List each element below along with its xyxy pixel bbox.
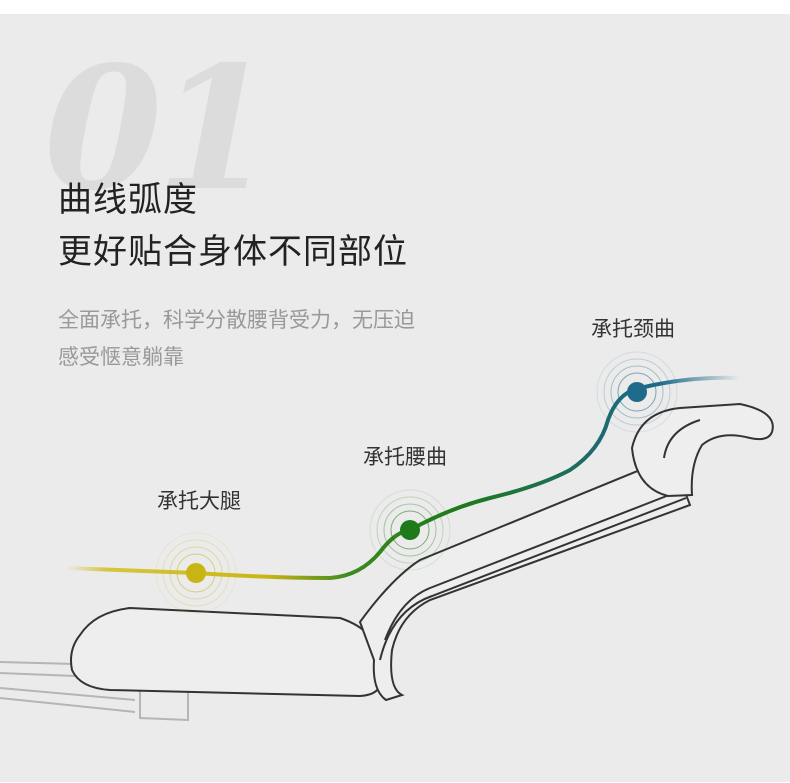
description-line-2: 感受惬意躺靠 bbox=[58, 345, 184, 369]
chair-base bbox=[0, 661, 189, 722]
neck-support-marker bbox=[596, 351, 678, 433]
chair-seat bbox=[70, 606, 384, 698]
headline-line-2: 更好贴合身体不同部位 bbox=[58, 232, 408, 272]
thigh-support-marker bbox=[155, 532, 237, 614]
chair-back bbox=[358, 462, 692, 702]
hero-panel: 01 曲线弧度 更好贴合身体不同部位 全面承托，科学分散腰背受力，无压迫 感受惬… bbox=[0, 14, 790, 782]
waist-support-label: 承托腰曲 bbox=[363, 445, 447, 469]
description-line-1: 全面承托，科学分散腰背受力，无压迫 bbox=[58, 308, 415, 332]
section-number: 01 bbox=[44, 29, 275, 229]
chair-headrest bbox=[630, 402, 774, 498]
waist-support-marker bbox=[369, 489, 451, 571]
headline-line-1: 曲线弧度 bbox=[58, 180, 198, 220]
description: 全面承托，科学分散腰背受力，无压迫 感受惬意躺靠 bbox=[58, 302, 488, 376]
thigh-support-label: 承托大腿 bbox=[157, 489, 241, 513]
chair-illustration bbox=[0, 351, 774, 722]
neck-support-label: 承托颈曲 bbox=[591, 317, 675, 341]
